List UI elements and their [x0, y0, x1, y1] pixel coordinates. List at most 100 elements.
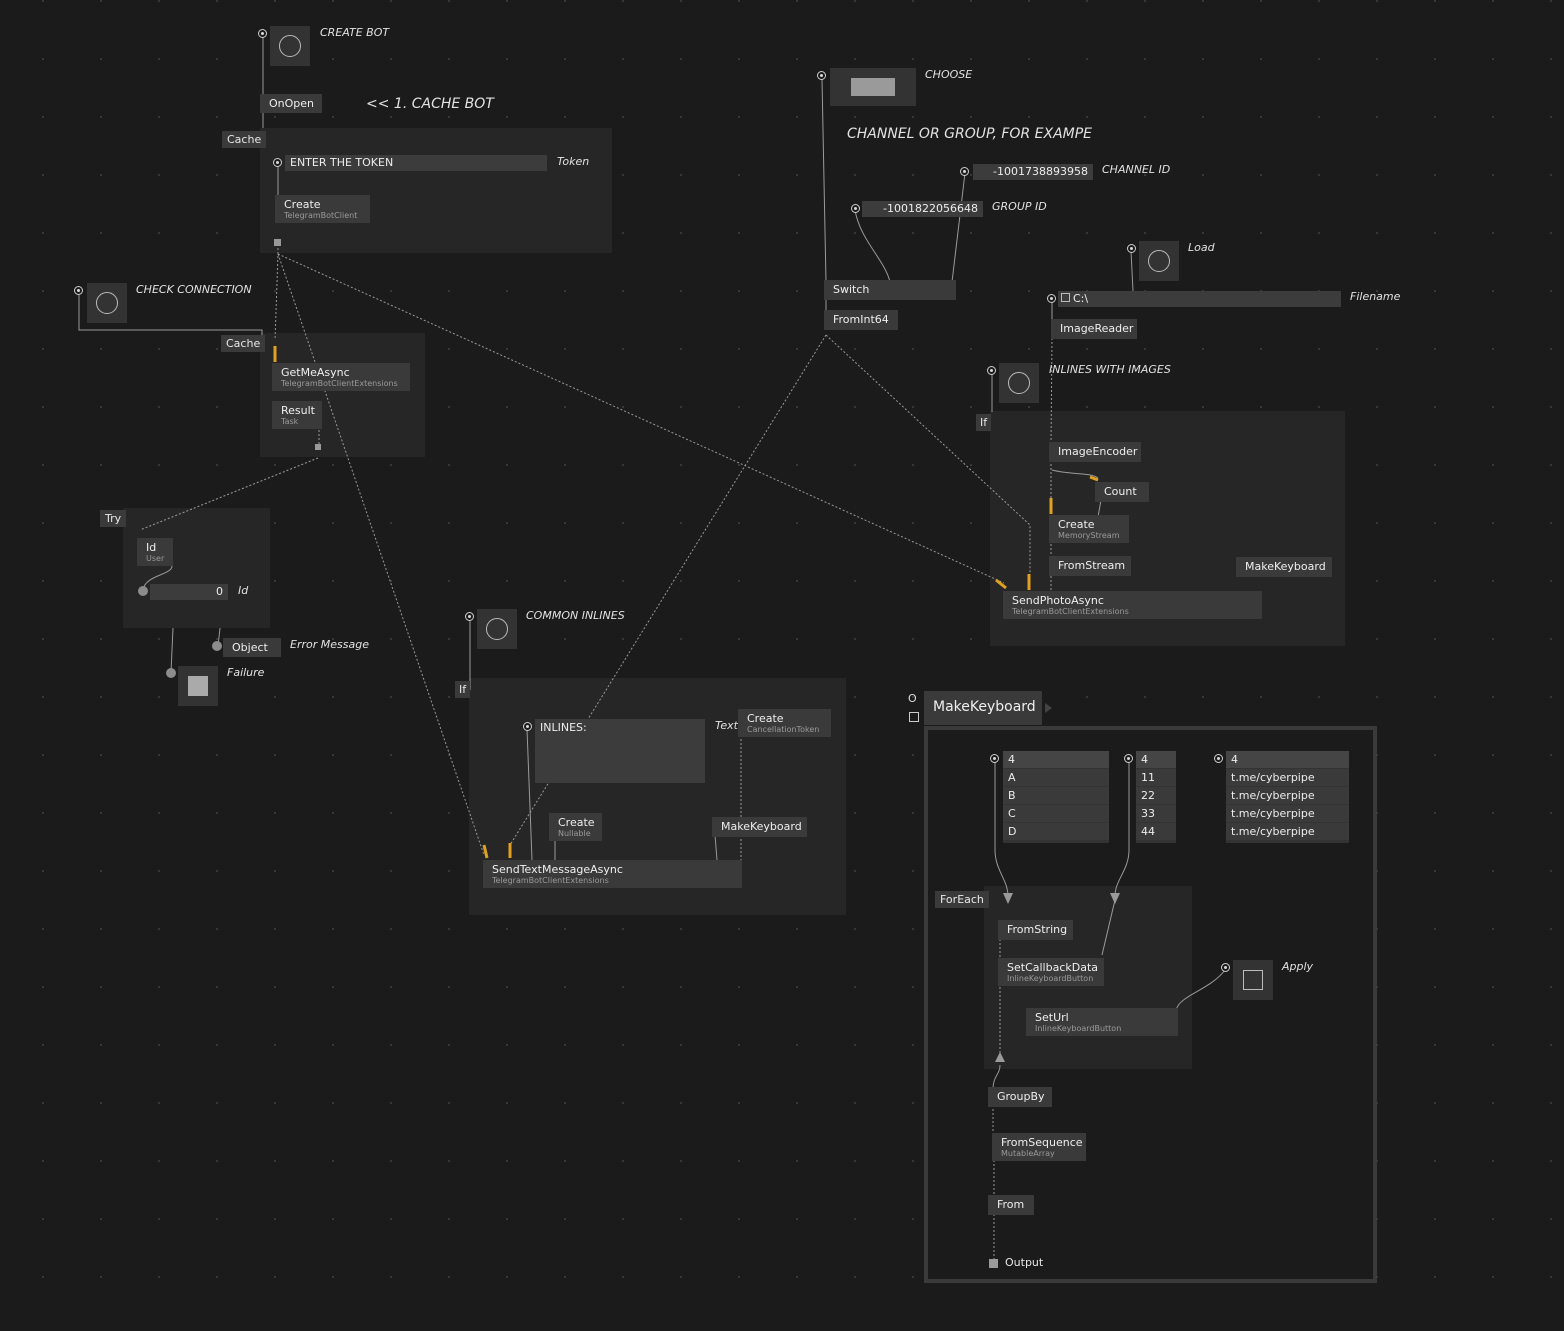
spread-cell[interactable]: t.me/cyberpipe: [1226, 787, 1349, 804]
comment-check-connection: CHECK CONNECTION: [136, 283, 252, 296]
check-connection-pin[interactable]: [74, 286, 83, 295]
output-pin-square[interactable]: [989, 1259, 998, 1268]
inlines-textarea[interactable]: INLINES:: [535, 719, 705, 783]
spread-cell[interactable]: t.me/cyberpipe: [1226, 769, 1349, 786]
error-output-pin[interactable]: [212, 641, 222, 651]
switch-node[interactable]: Switch: [824, 280, 956, 300]
spread-cell[interactable]: t.me/cyberpipe: [1226, 805, 1349, 822]
spread-cell[interactable]: C: [1003, 805, 1109, 822]
spread-cell[interactable]: t.me/cyberpipe: [1226, 823, 1349, 840]
create-bot-bang[interactable]: [270, 26, 310, 66]
common-inlines-bang[interactable]: [477, 609, 517, 649]
choose-pin[interactable]: [817, 71, 826, 80]
load-bang[interactable]: [1139, 241, 1179, 281]
labels-pin[interactable]: [990, 754, 999, 763]
inlines-images-bang[interactable]: [999, 363, 1039, 403]
apply-toggle[interactable]: [1233, 960, 1273, 1000]
urls-pin[interactable]: [1214, 754, 1223, 763]
patch-collapse-button[interactable]: [909, 712, 919, 722]
node-subtitle: MemoryStream: [1058, 531, 1120, 540]
setcallbackdata-node[interactable]: SetCallbackData InlineKeyboardButton: [998, 958, 1104, 986]
cache-region-2[interactable]: [260, 333, 425, 457]
getmeasync-node[interactable]: GetMeAsync TelegramBotClientExtensions: [272, 363, 410, 391]
cache-label-1[interactable]: Cache: [222, 131, 267, 148]
foreach-label[interactable]: ForEach: [935, 891, 989, 908]
spread-cell[interactable]: 22: [1136, 787, 1176, 804]
load-pin[interactable]: [1127, 244, 1136, 253]
create-cancellationtoken-node[interactable]: Create CancellationToken: [738, 709, 831, 737]
count-node[interactable]: Count: [1095, 482, 1149, 502]
spread-cell[interactable]: 44: [1136, 823, 1176, 840]
seturl-node[interactable]: SetUrl InlineKeyboardButton: [1026, 1008, 1178, 1036]
channel-id-pin[interactable]: [960, 167, 969, 176]
token-input[interactable]: ENTER THE TOKEN: [285, 155, 547, 171]
try-region[interactable]: [123, 508, 270, 628]
cache-label-2[interactable]: Cache: [221, 335, 266, 352]
failure-toggle[interactable]: [178, 666, 218, 706]
sendphotoasync-node[interactable]: SendPhotoAsync TelegramBotClientExtensio…: [1003, 591, 1262, 619]
spread-count[interactable]: 4: [1003, 751, 1109, 768]
create-nullable-node[interactable]: Create Nullable: [549, 813, 602, 841]
node-subtitle: TelegramBotClientExtensions: [281, 379, 398, 388]
bang-circle-icon: [1008, 372, 1030, 394]
cache-output-pin[interactable]: [274, 239, 281, 246]
if-label-images[interactable]: If: [976, 414, 992, 431]
imagereader-node[interactable]: ImageReader: [1051, 319, 1137, 339]
group-id-field[interactable]: -1001822056648: [862, 201, 983, 217]
inlines-images-pin[interactable]: [987, 366, 996, 375]
from-node[interactable]: From: [988, 1195, 1034, 1215]
check-connection-bang[interactable]: [87, 283, 127, 323]
common-inlines-pin[interactable]: [465, 612, 474, 621]
id-user-node[interactable]: Id User: [137, 538, 173, 566]
node-subtitle: TelegramBotClient: [284, 211, 358, 220]
bang-circle-icon: [96, 292, 118, 314]
onopen-node[interactable]: OnOpen: [260, 94, 322, 113]
folder-icon[interactable]: [1061, 293, 1070, 302]
urls-spread[interactable]: 4 t.me/cyberpipe t.me/cyberpipe t.me/cyb…: [1226, 751, 1349, 843]
spread-cell[interactable]: D: [1003, 823, 1109, 840]
inlines-text-pin[interactable]: [523, 722, 532, 731]
numbers-pin[interactable]: [1124, 754, 1133, 763]
fromint64-node[interactable]: FromInt64: [824, 310, 898, 330]
create-memorystream-node[interactable]: Create MemoryStream: [1049, 515, 1129, 543]
spread-cell[interactable]: 33: [1136, 805, 1176, 822]
spread-cell[interactable]: A: [1003, 769, 1109, 786]
channel-id-field[interactable]: -1001738893958: [973, 164, 1093, 180]
makekeyboard-node-2[interactable]: MakeKeyboard: [712, 817, 807, 837]
try-label[interactable]: Try: [100, 510, 127, 527]
spread-cell[interactable]: 11: [1136, 769, 1176, 786]
choose-toggle[interactable]: [830, 68, 916, 106]
numbers-spread[interactable]: 4 11 22 33 44: [1136, 751, 1176, 843]
filename-input[interactable]: C:\: [1058, 291, 1341, 307]
filename-pin[interactable]: [1047, 294, 1056, 303]
comment-choose: CHOOSE: [925, 68, 973, 81]
object-node[interactable]: Object: [223, 638, 281, 657]
fromsequence-node[interactable]: FromSequence MutableArray: [992, 1133, 1086, 1161]
cache-region-1[interactable]: [260, 128, 612, 253]
apply-pin[interactable]: [1221, 963, 1230, 972]
if-label-common[interactable]: If: [455, 681, 471, 698]
fromstream-node[interactable]: FromStream: [1049, 556, 1131, 576]
makekeyboard-node-1[interactable]: MakeKeyboard: [1236, 557, 1332, 577]
cache2-output-pin[interactable]: [315, 444, 321, 450]
failure-pin[interactable]: [166, 668, 176, 678]
spread-count[interactable]: 4: [1226, 751, 1349, 768]
groupby-node[interactable]: GroupBy: [988, 1087, 1052, 1107]
create-bot-pin[interactable]: [258, 29, 267, 38]
patch-title[interactable]: MakeKeyboard: [924, 691, 1042, 725]
fromstring-node[interactable]: FromString: [998, 920, 1073, 940]
group-id-pin[interactable]: [851, 204, 860, 213]
token-pin[interactable]: [273, 158, 282, 167]
result-task-node[interactable]: Result Task: [272, 401, 322, 429]
spread-count[interactable]: 4: [1136, 751, 1176, 768]
id-value-field[interactable]: 0: [150, 584, 228, 600]
patch-expand-icon[interactable]: [1045, 703, 1052, 713]
comment-failure: Failure: [227, 666, 265, 679]
id-output-pin[interactable]: [138, 586, 148, 596]
imageencoder-node[interactable]: ImageEncoder: [1049, 442, 1141, 462]
create-telegrambotclient-node[interactable]: Create TelegramBotClient: [275, 195, 370, 223]
spread-cell[interactable]: B: [1003, 787, 1109, 804]
output-label: Output: [1005, 1256, 1044, 1269]
labels-spread[interactable]: 4 A B C D: [1003, 751, 1109, 843]
sendtextmessageasync-node[interactable]: SendTextMessageAsync TelegramBotClientEx…: [483, 860, 742, 888]
